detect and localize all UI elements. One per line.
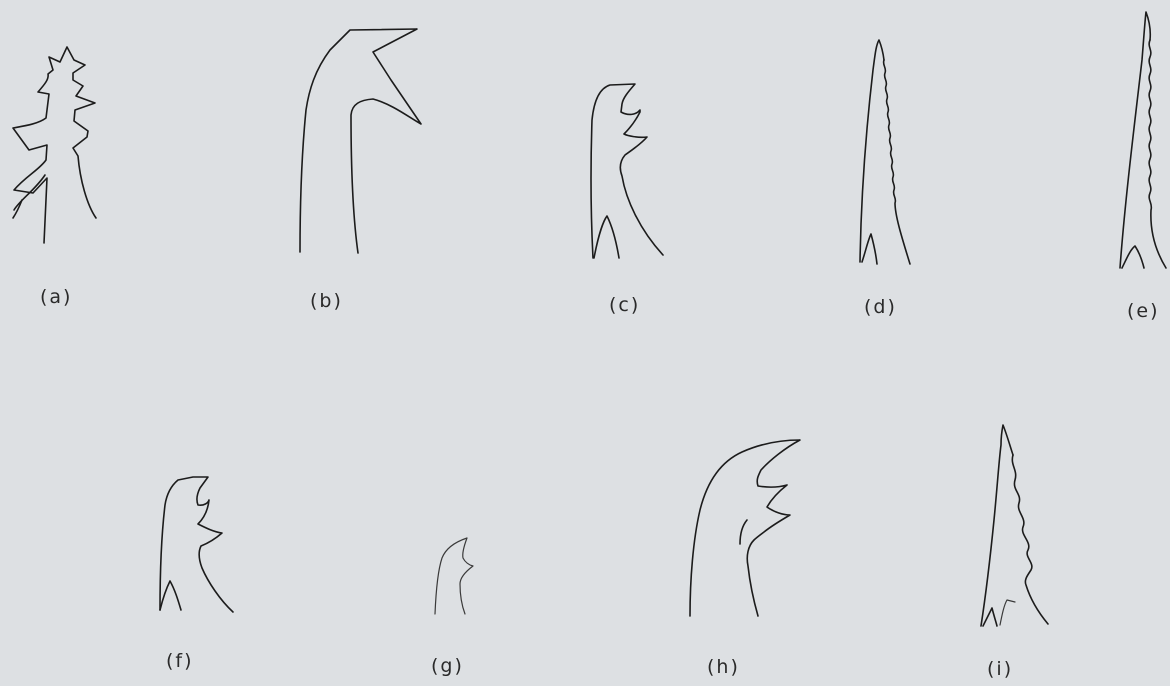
finely-serrated-point-icon bbox=[860, 40, 910, 264]
double-barbed-hook-icon bbox=[160, 477, 233, 612]
panel-label-h: (h) bbox=[707, 656, 740, 678]
small-barbed-hook-icon bbox=[435, 538, 473, 614]
hooked-point-icon bbox=[300, 29, 421, 253]
panel-label-e: (e) bbox=[1127, 300, 1160, 322]
panel-label-i: (i) bbox=[987, 658, 1013, 680]
curved-barbed-hook-icon bbox=[690, 440, 800, 616]
panel-label-a: (a) bbox=[40, 286, 72, 308]
double-barbed-hook-icon bbox=[591, 84, 663, 258]
panel-label-b: (b) bbox=[310, 290, 343, 312]
panel-label-g: (g) bbox=[431, 655, 464, 677]
panel-label-f: (f) bbox=[166, 650, 194, 672]
branched-barbed-point-icon bbox=[13, 47, 96, 243]
long-serrated-point-icon bbox=[1120, 12, 1166, 268]
serrated-triangular-point-icon bbox=[981, 425, 1048, 626]
panel-label-c: (c) bbox=[609, 294, 640, 316]
panel-label-d: (d) bbox=[864, 296, 897, 318]
